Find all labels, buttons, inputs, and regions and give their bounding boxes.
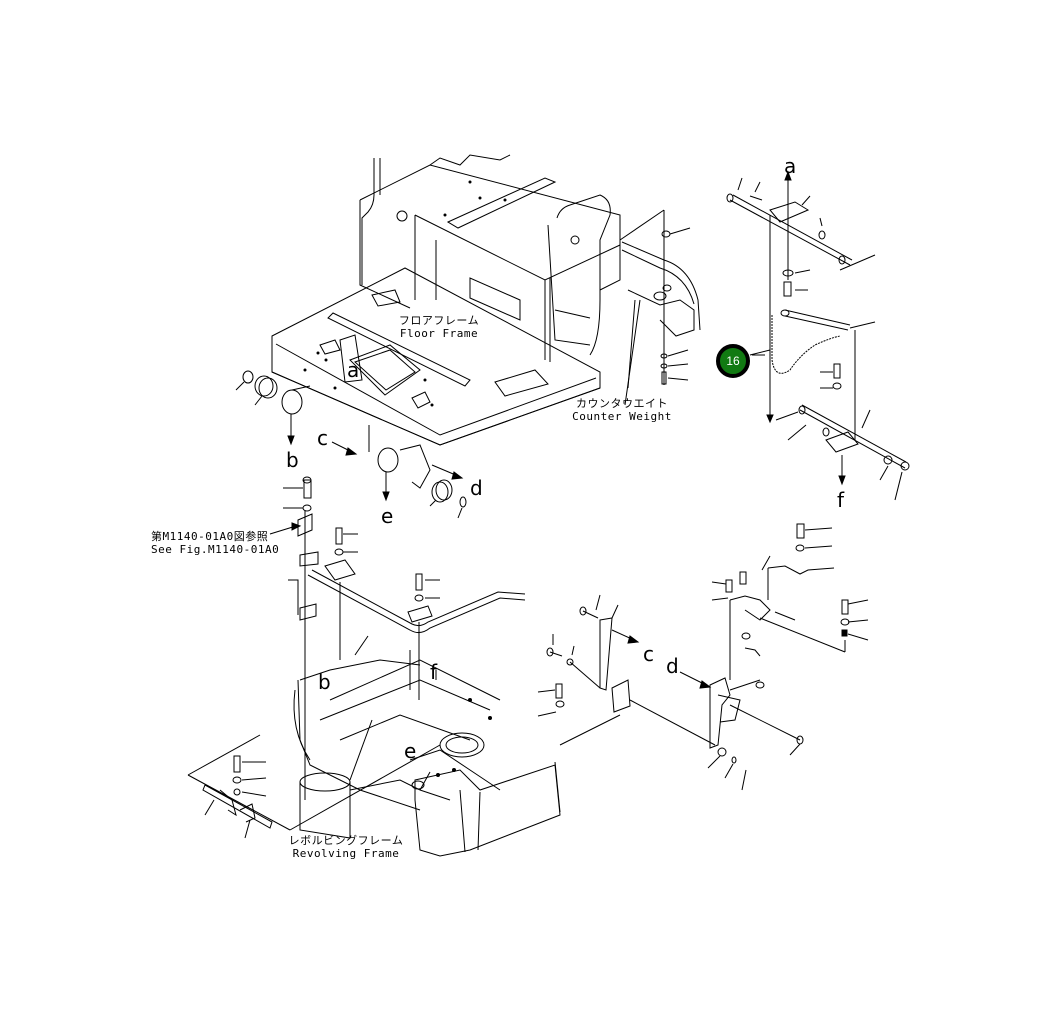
- revolving-frame-label-en: Revolving Frame: [292, 847, 400, 860]
- see-fig-reference-jp: 第M1140-01A0図参照: [151, 530, 269, 543]
- ref-letter-f-right: f: [837, 488, 845, 512]
- counter-weight-label: カウンタウエイト Counter Weight: [572, 397, 672, 423]
- label-leaders: [628, 300, 765, 388]
- revolving-frame-drawing: [188, 650, 560, 856]
- ref-letter-a-floor: a: [347, 358, 360, 382]
- ref-letter-d-lower: d: [666, 654, 679, 678]
- part-callout-16-number: 16: [726, 354, 740, 368]
- ref-letter-b-upper: b: [286, 448, 299, 472]
- ref-letter-f-lower: f: [430, 660, 438, 684]
- see-fig-reference-en: See Fig.M1140-01A0: [151, 543, 280, 556]
- ref-letter-e-lower: e: [404, 739, 417, 763]
- counter-weight-drawing: [620, 210, 700, 405]
- floor-frame-mounts: [236, 371, 466, 518]
- floor-frame-label: フロアフレーム Floor Frame: [399, 314, 479, 340]
- counter-weight-label-jp: カウンタウエイト: [576, 397, 668, 410]
- revolving-frame-label: レボルビングフレーム Revolving Frame: [289, 834, 404, 860]
- ref-letter-c-upper: c: [317, 426, 328, 450]
- part-callout-16[interactable]: 16: [716, 344, 750, 378]
- ref-letter-c-lower: c: [643, 642, 654, 666]
- ref-letter-b-lower: b: [318, 670, 331, 694]
- lever-assembly-center: [538, 595, 715, 745]
- linkage-upper-right: [727, 172, 909, 500]
- floor-frame-label-en: Floor Frame: [399, 327, 479, 340]
- floor-frame-drawing: [272, 155, 620, 445]
- counter-weight-label-en: Counter Weight: [572, 410, 672, 423]
- ref-letter-d-upper: d: [470, 476, 483, 500]
- clamp-and-pipe-assembly: [270, 477, 525, 800]
- floor-frame-label-jp: フロアフレーム: [398, 314, 480, 327]
- see-fig-reference[interactable]: 第M1140-01A0図参照 See Fig.M1140-01A0: [151, 530, 279, 556]
- ref-letter-e-upper: e: [381, 504, 394, 528]
- linkage-lower-right: [680, 524, 868, 790]
- revolving-frame-label-jp: レボルビングフレーム: [288, 834, 404, 847]
- ref-letter-a-top: a: [784, 154, 797, 178]
